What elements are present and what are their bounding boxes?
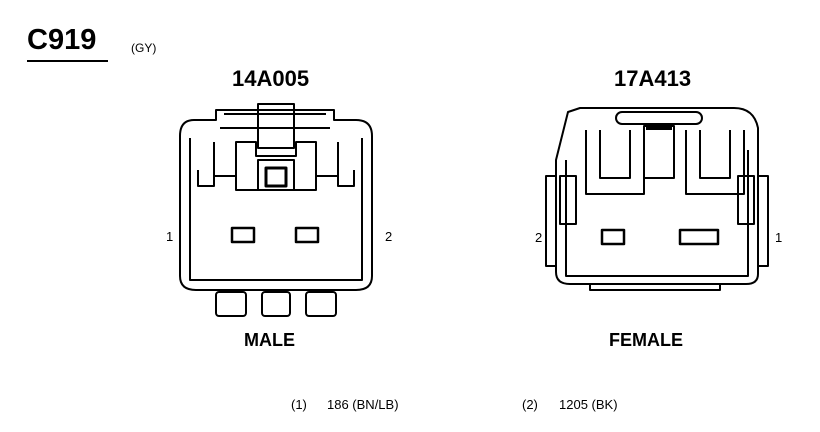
- connector-id: C919: [27, 24, 97, 56]
- female-connector-face: [545, 107, 769, 291]
- circuit-1-pin: (1): [291, 397, 307, 412]
- female-part-number: 17A413: [614, 66, 692, 91]
- circuit-1-wire: 186 (BN/LB): [327, 397, 399, 412]
- male-pin-2-label: 2: [385, 229, 393, 244]
- female-label: FEMALE: [609, 330, 683, 350]
- connector-color-code: (GY): [131, 41, 157, 55]
- female-pin-2-label: 2: [535, 230, 543, 245]
- female-pin-1-label: 1: [775, 230, 783, 245]
- circuit-2-wire: 1205 (BK): [559, 397, 618, 412]
- male-pin-1-label: 1: [166, 229, 174, 244]
- connector-id-underline: [27, 60, 108, 62]
- circuit-2-pin: (2): [522, 397, 538, 412]
- male-connector-face: [179, 103, 373, 317]
- male-label: MALE: [244, 330, 295, 350]
- male-part-number: 14A005: [232, 66, 310, 91]
